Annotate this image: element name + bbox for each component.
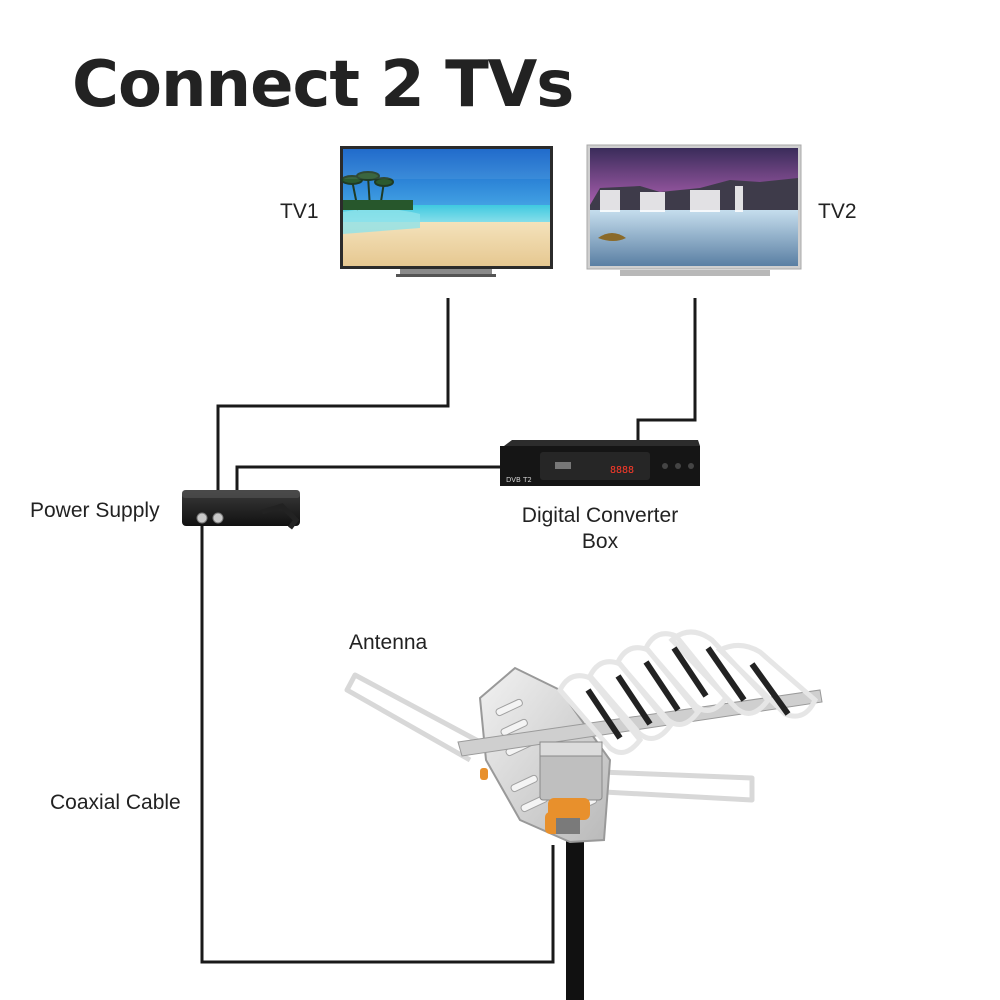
coax-port-icon <box>197 513 207 523</box>
tv1-screen <box>342 149 550 266</box>
antenna-right-element <box>600 772 752 800</box>
power-supply <box>182 490 300 528</box>
cables <box>202 298 695 962</box>
coax-port-icon <box>213 513 223 523</box>
tv2-stand <box>620 270 770 276</box>
converter-display: 8888 <box>610 465 634 476</box>
cable-tv1-to-power-supply <box>218 298 448 518</box>
antenna-directors <box>560 632 815 753</box>
antenna <box>347 632 822 1000</box>
tv2 <box>587 145 801 276</box>
tv1-stand <box>400 269 492 274</box>
usb-port-icon <box>555 462 571 469</box>
tv1 <box>340 146 553 277</box>
converter-brand: DVB T2 <box>506 476 532 484</box>
tv2-screen <box>590 148 798 266</box>
cable-tv2-to-converter <box>638 298 695 442</box>
digital-converter-box: 8888 DVB T2 <box>500 440 700 486</box>
